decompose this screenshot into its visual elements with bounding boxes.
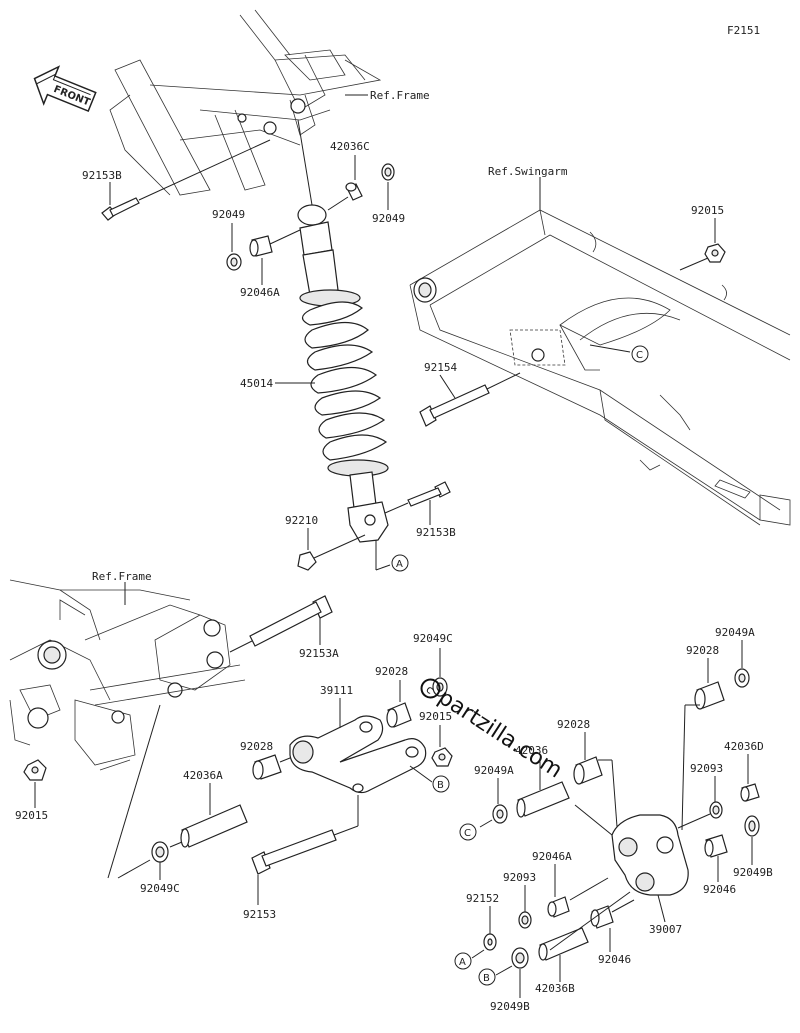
part-label: 92049B — [733, 866, 773, 879]
seal-92093-bottom — [518, 911, 532, 929]
part-label: 92028 — [557, 718, 590, 731]
part-label: 92154 — [424, 361, 457, 374]
part-label: 42036C — [330, 140, 370, 153]
part-label: 42036 — [515, 744, 548, 757]
callout-b-bottom: B — [483, 973, 490, 984]
nut-92015-left — [23, 759, 47, 781]
part-label: 92015 — [691, 204, 724, 217]
figure-code: F2151 — [727, 24, 760, 37]
bearing-92046-bottom — [590, 899, 635, 929]
bolt-92153B-mid — [384, 481, 451, 514]
part-label: 92028 — [686, 644, 719, 657]
callout-a-bottom: A — [459, 957, 466, 968]
collar-92028-b — [252, 754, 296, 780]
bolt-92153 — [251, 795, 359, 875]
bearing-92046-right — [704, 834, 728, 858]
part-label: 92028 — [240, 740, 273, 753]
collar-42036A — [169, 804, 248, 848]
rod-39007 — [611, 814, 689, 896]
collar-92028-c — [573, 756, 603, 785]
part-label: 92153 — [243, 908, 276, 921]
shock-absorber-45014 — [297, 119, 389, 543]
ref-swingarm-label: Ref.Swingarm — [488, 165, 568, 178]
part-label: 92046A — [532, 850, 572, 863]
frame-top-drawing — [109, 9, 382, 196]
part-label: 92093 — [690, 762, 723, 775]
nut-92210 — [297, 534, 366, 571]
bolt-92153B-top — [101, 139, 271, 221]
seal-92049C-bottom — [151, 841, 169, 863]
part-label: 92210 — [285, 514, 318, 527]
callout-c-link: C — [464, 828, 471, 839]
frame-bottom-drawing — [9, 579, 246, 771]
seal-92049B-right — [744, 815, 760, 837]
part-label: 92046 — [598, 953, 631, 966]
part-label: 92049C — [140, 882, 180, 895]
part-label: 42036B — [535, 982, 575, 995]
bearing-92046A-bottom — [547, 877, 609, 918]
part-label: 92049C — [413, 632, 453, 645]
seal-92049A-right — [734, 668, 750, 688]
ref-frame-bottom-label: Ref.Frame — [92, 570, 152, 583]
seal-92049-right — [381, 163, 395, 181]
ref-frame-top-label: Ref.Frame — [370, 89, 430, 102]
bearing-92046A-top — [249, 229, 301, 257]
part-label: 92153A — [299, 647, 339, 660]
part-label: 42036D — [724, 740, 764, 753]
nut-92015-mid — [431, 747, 453, 767]
seal-92049A-mid — [492, 804, 508, 824]
part-label: 42036A — [183, 769, 223, 782]
part-label: 39007 — [649, 923, 682, 936]
part-label: 92153B — [416, 526, 456, 539]
washer-92152 — [483, 933, 497, 951]
bolt-92154 — [419, 372, 521, 427]
part-label: 92049B — [490, 1000, 530, 1013]
part-label: 92049A — [715, 626, 755, 639]
collar-42036B — [538, 927, 589, 961]
swingarm-drawing — [409, 177, 791, 526]
part-label: 92015 — [15, 809, 48, 822]
seal-92049-left — [226, 253, 242, 271]
part-label: 92046A — [240, 286, 280, 299]
collar-92028-a — [386, 702, 412, 728]
collar-42036-mid — [516, 781, 570, 818]
callout-c-swingarm: C — [636, 350, 643, 361]
part-label: 92015 — [419, 710, 452, 723]
part-label: 45014 — [240, 377, 273, 390]
part-label: 92093 — [503, 871, 536, 884]
part-label: 92152 — [466, 892, 499, 905]
nut-92015-top — [679, 243, 726, 271]
seal-92049B-bottom — [511, 947, 529, 969]
seal-92093-right — [677, 801, 723, 829]
collar-42036C — [327, 182, 363, 211]
collar-92028-d — [694, 681, 725, 710]
collar-42036D — [740, 783, 760, 802]
part-label: 92046 — [703, 883, 736, 896]
bolt-92153A — [229, 595, 333, 653]
part-label: 92028 — [375, 665, 408, 678]
part-label: 39111 — [320, 684, 353, 697]
front-arrow-icon: FRONT — [33, 65, 97, 113]
callout-b-link: B — [437, 780, 444, 791]
link-39111 — [289, 715, 427, 794]
part-label: 92049A — [474, 764, 514, 777]
part-label: 92049 — [212, 208, 245, 221]
callout-a: A — [396, 559, 403, 570]
part-label: 92153B — [82, 169, 122, 182]
part-label: 92049 — [372, 212, 405, 225]
